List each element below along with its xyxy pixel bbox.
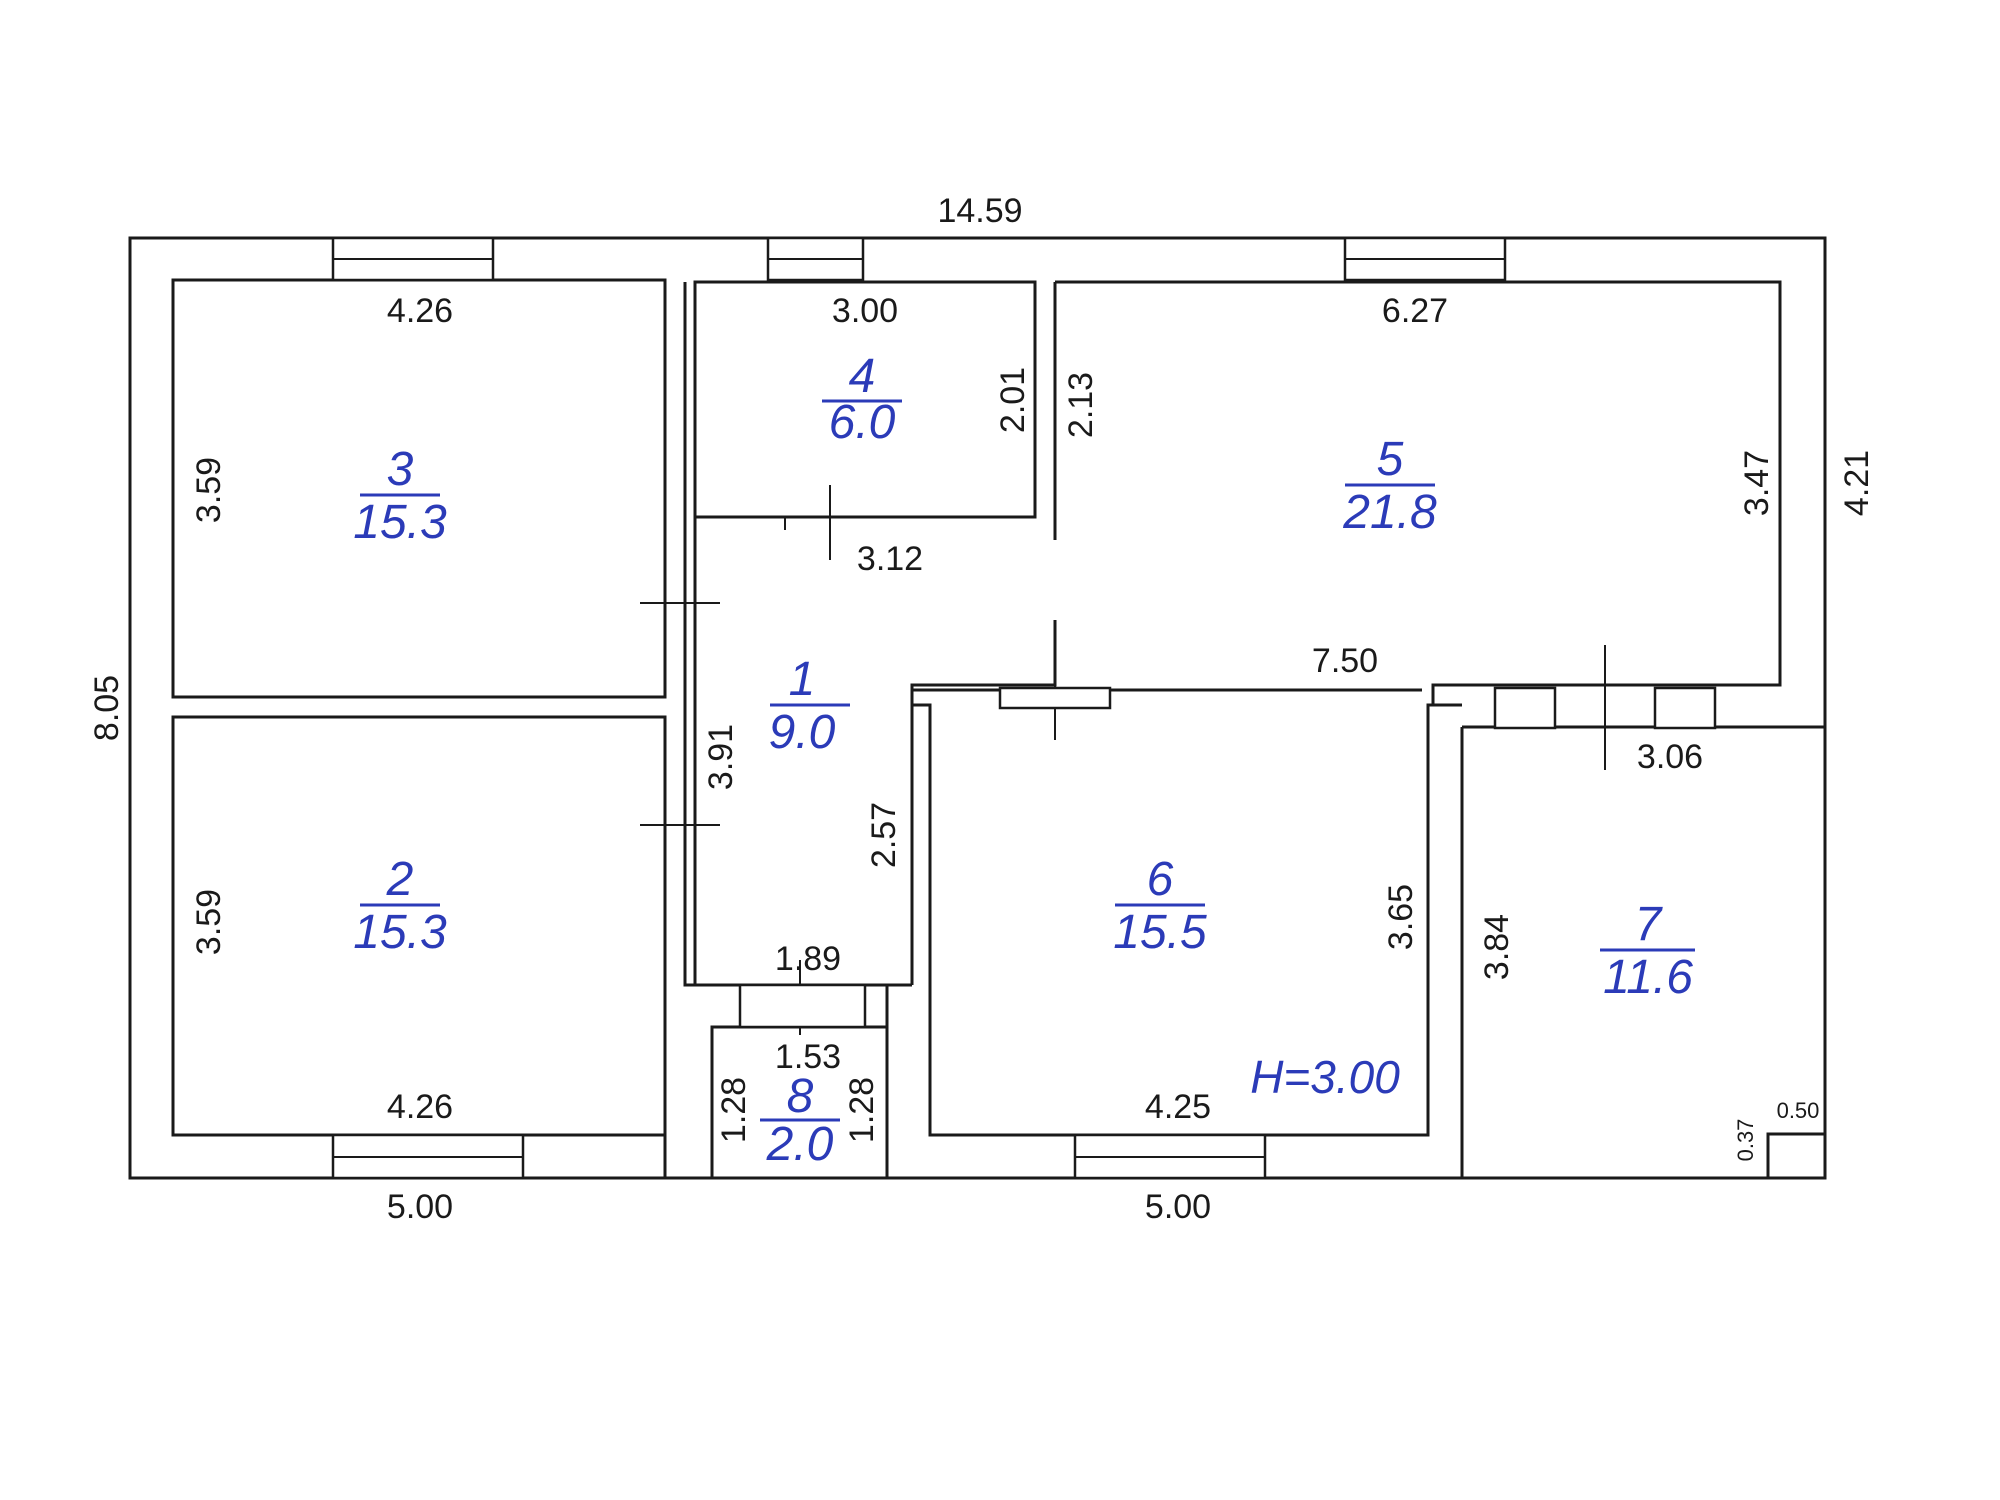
- dim-room3-width: 4.26: [387, 292, 453, 330]
- room-6-label: 6 15.5: [1113, 853, 1207, 959]
- dim-room6-width: 4.25: [1145, 1088, 1211, 1126]
- dim-room4-width: 3.00: [832, 292, 898, 330]
- room-4-label: 4 6.0: [822, 350, 902, 449]
- dim-room3-height: 3.59: [190, 457, 228, 523]
- dim-bottom-left: 5.00: [387, 1188, 453, 1226]
- dim-room5-bottom: 7.50: [1312, 642, 1378, 680]
- room-labels: 1 9.0 2 15.3 3 15.3 4 6.0 5 21.8 6 15.5: [353, 350, 1695, 1171]
- dim-hall-height: 3.91: [702, 724, 740, 790]
- room-area: 2.0: [766, 1118, 834, 1171]
- dim-room8-width: 1.53: [775, 1038, 841, 1076]
- dim-hall-height-2: 2.57: [865, 802, 903, 868]
- dim-room5-width: 6.27: [1382, 292, 1448, 330]
- room-area: 15.5: [1113, 906, 1207, 959]
- room-number: 6: [1147, 853, 1174, 906]
- dim-room7-height: 3.84: [1478, 914, 1516, 980]
- room-8-label: 8 2.0: [760, 1070, 840, 1171]
- room-number: 5: [1377, 433, 1404, 486]
- outer-walls: [128, 236, 1827, 1180]
- room-area: 11.6: [1603, 951, 1693, 1004]
- dim-hall-width: 3.12: [857, 540, 923, 578]
- dim-room8-height-left: 1.28: [715, 1077, 753, 1143]
- dim-room7-width: 3.06: [1637, 738, 1703, 776]
- windows: [331, 236, 1507, 1180]
- dim-room5-height: 3.47: [1738, 450, 1776, 516]
- dim-hall-bottom: 1.89: [775, 940, 841, 978]
- room-number: 1: [789, 653, 816, 706]
- dim-right-upper: 4.21: [1838, 450, 1876, 516]
- dim-room2-width: 4.26: [387, 1088, 453, 1126]
- ceiling-height-note: H=3.00: [1250, 1051, 1400, 1103]
- room-area: 15.3: [353, 496, 447, 549]
- room-number: 2: [386, 853, 414, 906]
- room-7-label: 7 11.6: [1600, 898, 1695, 1004]
- room-number: 4: [849, 350, 876, 403]
- room-number: 8: [787, 1070, 814, 1123]
- dim-niche-width: 0.50: [1777, 1098, 1820, 1123]
- dim-room4-height: 2.01: [994, 367, 1032, 433]
- room-number: 7: [1635, 898, 1664, 951]
- door-marks: [640, 485, 1717, 1035]
- room-5-label: 5 21.8: [1342, 433, 1437, 539]
- dim-overall-height: 8.05: [88, 675, 126, 741]
- room-area: 21.8: [1342, 486, 1437, 539]
- dim-niche-height: 0.37: [1733, 1119, 1758, 1162]
- dim-room2-height: 3.59: [190, 889, 228, 955]
- dim-overall-width: 14.59: [937, 192, 1022, 230]
- room-area: 15.3: [353, 906, 447, 959]
- room-3-label: 3 15.3: [353, 443, 447, 549]
- dim-bottom-mid: 5.00: [1145, 1188, 1211, 1226]
- room-2-label: 2 15.3: [353, 853, 447, 959]
- dim-room8-height-right: 1.28: [843, 1077, 881, 1143]
- dim-room6-height: 3.65: [1382, 884, 1420, 950]
- dim-room4-height-2: 2.13: [1062, 372, 1100, 438]
- room-area: 9.0: [769, 706, 836, 759]
- room-area: 6.0: [829, 396, 896, 449]
- dimension-labels: 14.59 4.26 3.00 6.27 3.12 7.50 3.06 1.89…: [88, 192, 1876, 1226]
- room-1-label: 1 9.0: [769, 653, 850, 759]
- room-number: 3: [387, 443, 414, 496]
